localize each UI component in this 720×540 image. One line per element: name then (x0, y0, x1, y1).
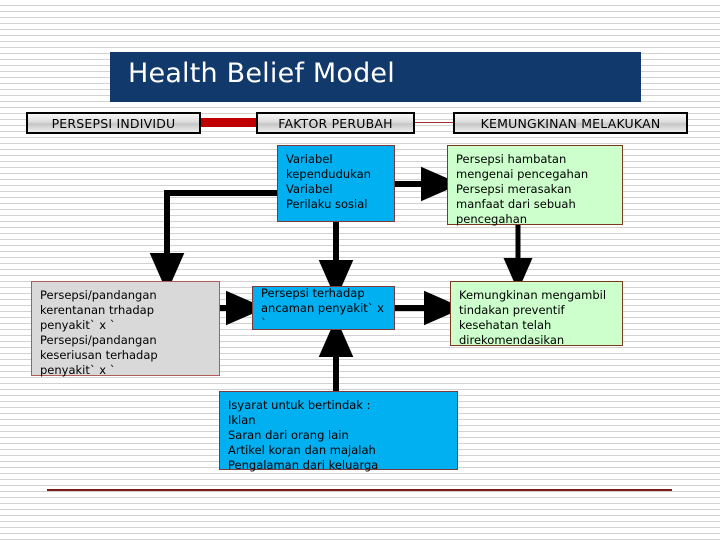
box-kemungkinan-tindakan: Kemungkinan mengambil tindakan preventif… (450, 281, 623, 347)
box-isyarat-bertindak: Isyarat untuk bertindak : Iklan Saran da… (219, 391, 458, 472)
header-connector-line (415, 122, 453, 123)
column-header-faktor-perubah: FAKTOR PERUBAH (256, 112, 415, 134)
column-header-kemungkinan-melakukan: KEMUNGKINAN MELAKUKAN (453, 112, 688, 134)
page-title: Health Belief Model (128, 58, 395, 89)
box-persepsi-hambatan: Persepsi hambatan mengenai pencegahan Pe… (447, 145, 623, 226)
title-banner (110, 52, 641, 102)
arrow-variabel-to-persepsi-kiri (149, 190, 277, 293)
box-persepsi-kerentanan: Persepsi/pandangan kerentanan trhadap pe… (31, 281, 220, 377)
box-persepsi-ancaman: Persepsi terhadap ancaman penyakit` x ` (252, 286, 395, 330)
bottom-divider (47, 489, 672, 491)
header-connector-red-stub (201, 118, 256, 127)
box-variabel-kependudukan: Variabel kependudukan Variabel Perilaku … (277, 145, 395, 222)
column-header-persepsi-individu: PERSEPSI INDIVIDU (26, 112, 201, 134)
